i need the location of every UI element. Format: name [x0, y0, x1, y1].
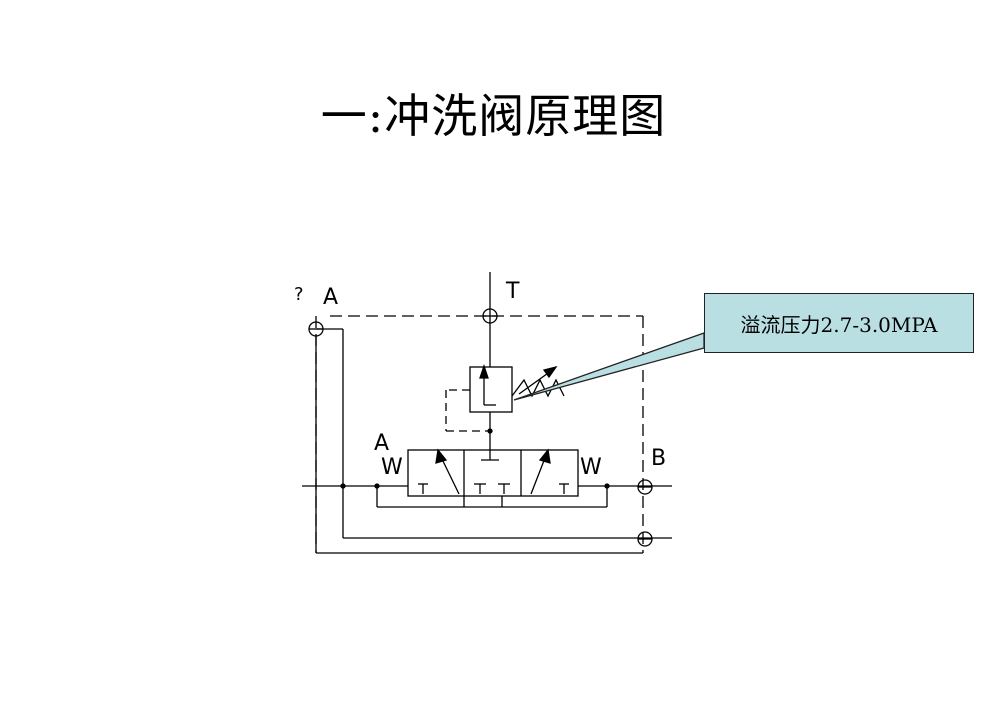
page-title: 一:冲洗阀原理图	[320, 89, 667, 143]
directional-valve	[407, 448, 579, 497]
label-spring-left: W	[381, 455, 403, 480]
label-spring-right: W	[580, 455, 602, 480]
relief-valve	[445, 363, 565, 432]
dashed-boundary	[315, 315, 644, 553]
edge-mark: ?	[294, 284, 304, 305]
callout-leader	[513, 332, 705, 401]
label-port-t: T	[505, 279, 520, 304]
relief-pressure-callout: 溢流压力2.7-3.0MPA	[704, 293, 974, 353]
label-port-a-top: A	[323, 285, 338, 310]
label-port-a-side: A	[374, 431, 389, 456]
label-port-b: B	[651, 446, 666, 471]
